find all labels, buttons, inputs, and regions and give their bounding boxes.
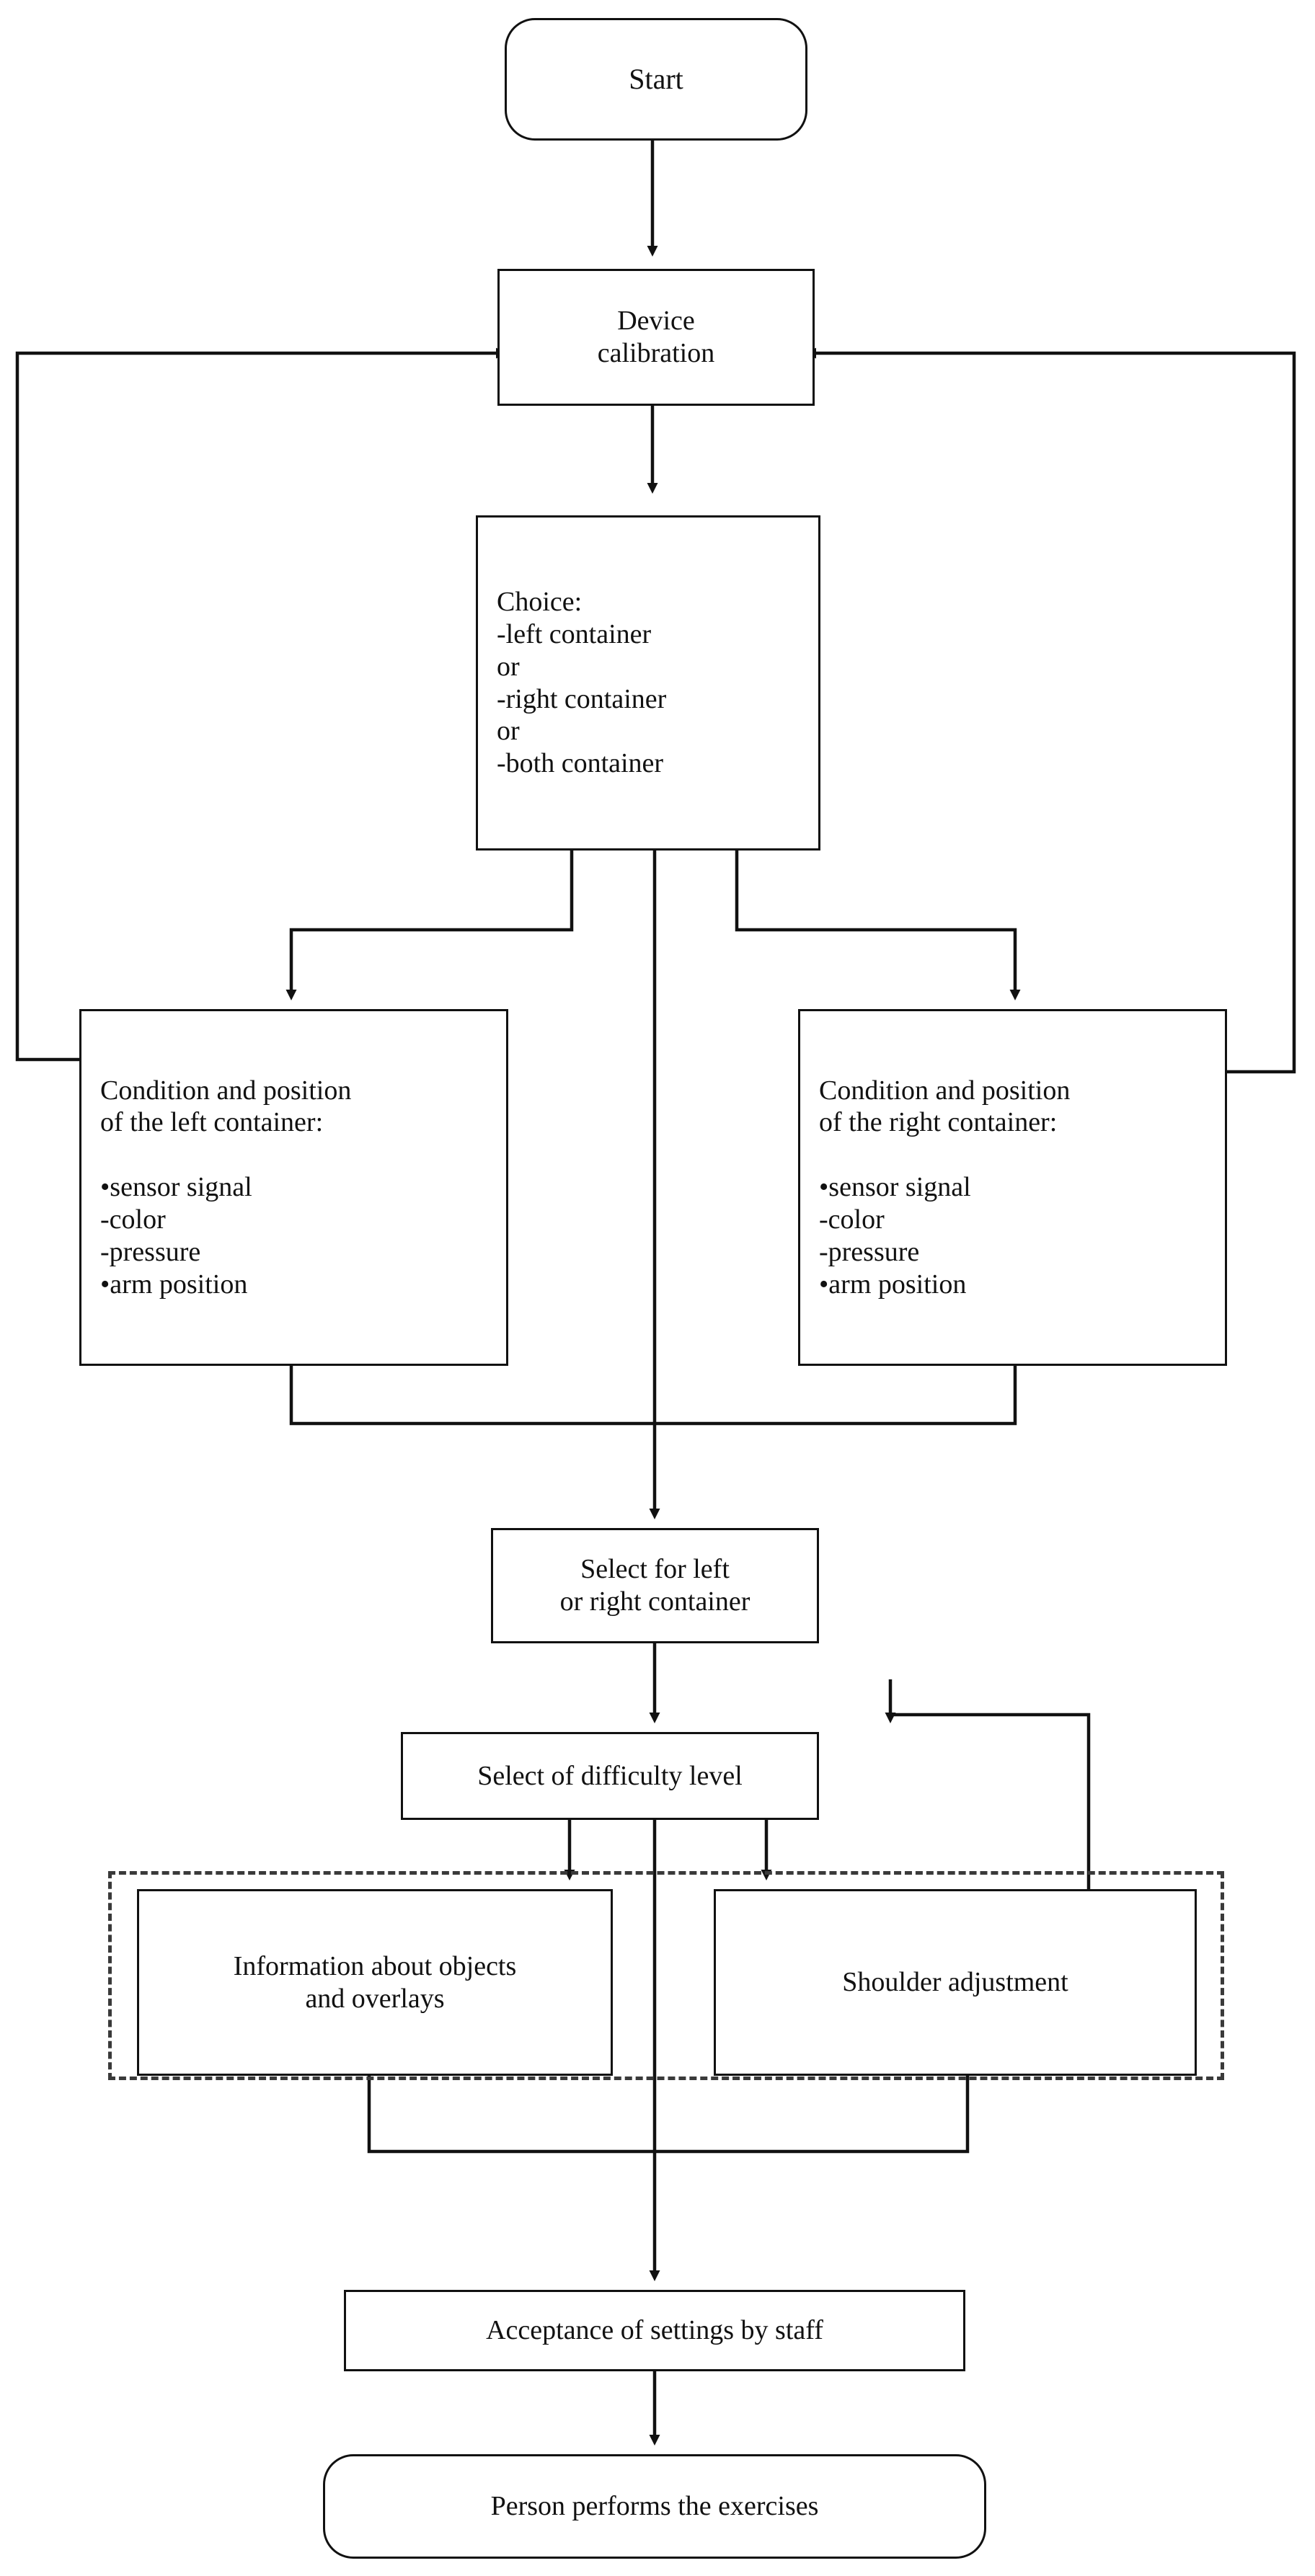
node-acceptance-settings-label: Acceptance of settings by staff [486,2315,823,2346]
node-right-container-label: Condition and position of the right cont… [819,1075,1071,1300]
settings-group-dashed-box [108,1871,1224,2080]
node-acceptance-settings[interactable]: Acceptance of settings by staff [344,2290,965,2371]
node-left-container-label: Condition and position of the left conta… [100,1075,352,1300]
node-information-objects-label: Information about objects and overlays [233,1950,517,2014]
edge-right-feedback-to-calibration [805,347,1296,1074]
node-person-exercises-label: Person performs the exercises [490,2491,819,2522]
node-select-difficulty[interactable]: Select of difficulty level [401,1732,819,1820]
node-choice-label: Choice: -left container or -right contai… [497,587,667,779]
edge-right-to-merge [655,1366,1017,1426]
node-left-container[interactable]: Condition and position of the left conta… [79,1009,508,1366]
node-start-label: Start [629,63,683,96]
edge-information-to-merge [367,2076,655,2154]
node-select-container[interactable]: Select for left or right container [491,1528,819,1643]
edge-shoulder-to-merge [655,2076,970,2154]
node-person-exercises[interactable]: Person performs the exercises [323,2454,986,2559]
node-start[interactable]: Start [505,18,807,141]
edge-choice-to-right [735,850,1021,1000]
node-information-objects[interactable]: Information about objects and overlays [137,1889,613,2076]
edge-left-to-merge [289,1366,655,1426]
node-device-calibration[interactable]: Device calibration [497,269,815,406]
node-select-container-label: Select for left or right container [559,1554,751,1617]
node-right-container[interactable]: Condition and position of the right cont… [798,1009,1227,1366]
edge-left-feedback-to-calibration [15,347,507,1062]
node-shoulder-adjustment[interactable]: Shoulder adjustment [714,1889,1197,2076]
edge-choice-to-left [285,850,574,1000]
node-device-calibration-label: Device calibration [597,306,715,368]
node-select-difficulty-label: Select of difficulty level [477,1760,743,1791]
node-shoulder-adjustment-label: Shoulder adjustment [842,1967,1068,1998]
node-choice[interactable]: Choice: -left container or -right contai… [476,515,820,850]
